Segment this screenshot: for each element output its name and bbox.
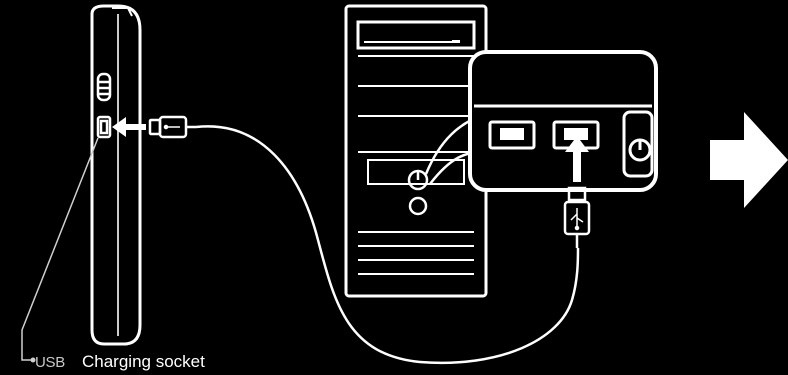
charging-socket-label: Charging socket: [82, 352, 205, 371]
micro-usb-plug: [148, 115, 196, 139]
usb-plug-icon: [163, 124, 180, 130]
tower-power-icon: [407, 169, 429, 216]
usb-port-left: [488, 120, 536, 150]
caption-leader-dot: [30, 357, 36, 363]
caption-leader-line: [21, 137, 99, 361]
plug-in-arrow-computer: [565, 136, 589, 182]
usb-label: USB: [35, 354, 65, 371]
computer-tower: [344, 4, 488, 298]
portable-device: [90, 4, 142, 346]
device-button: [96, 72, 112, 102]
device-usb-socket: [96, 115, 112, 139]
usb-cable: [195, 125, 580, 365]
plug-in-arrow-device: [112, 117, 146, 137]
usb-a-plug: [563, 186, 591, 248]
power-icon: [622, 110, 654, 178]
usb-symbol-icon: [570, 208, 584, 231]
right-arrow-icon: [710, 112, 788, 208]
